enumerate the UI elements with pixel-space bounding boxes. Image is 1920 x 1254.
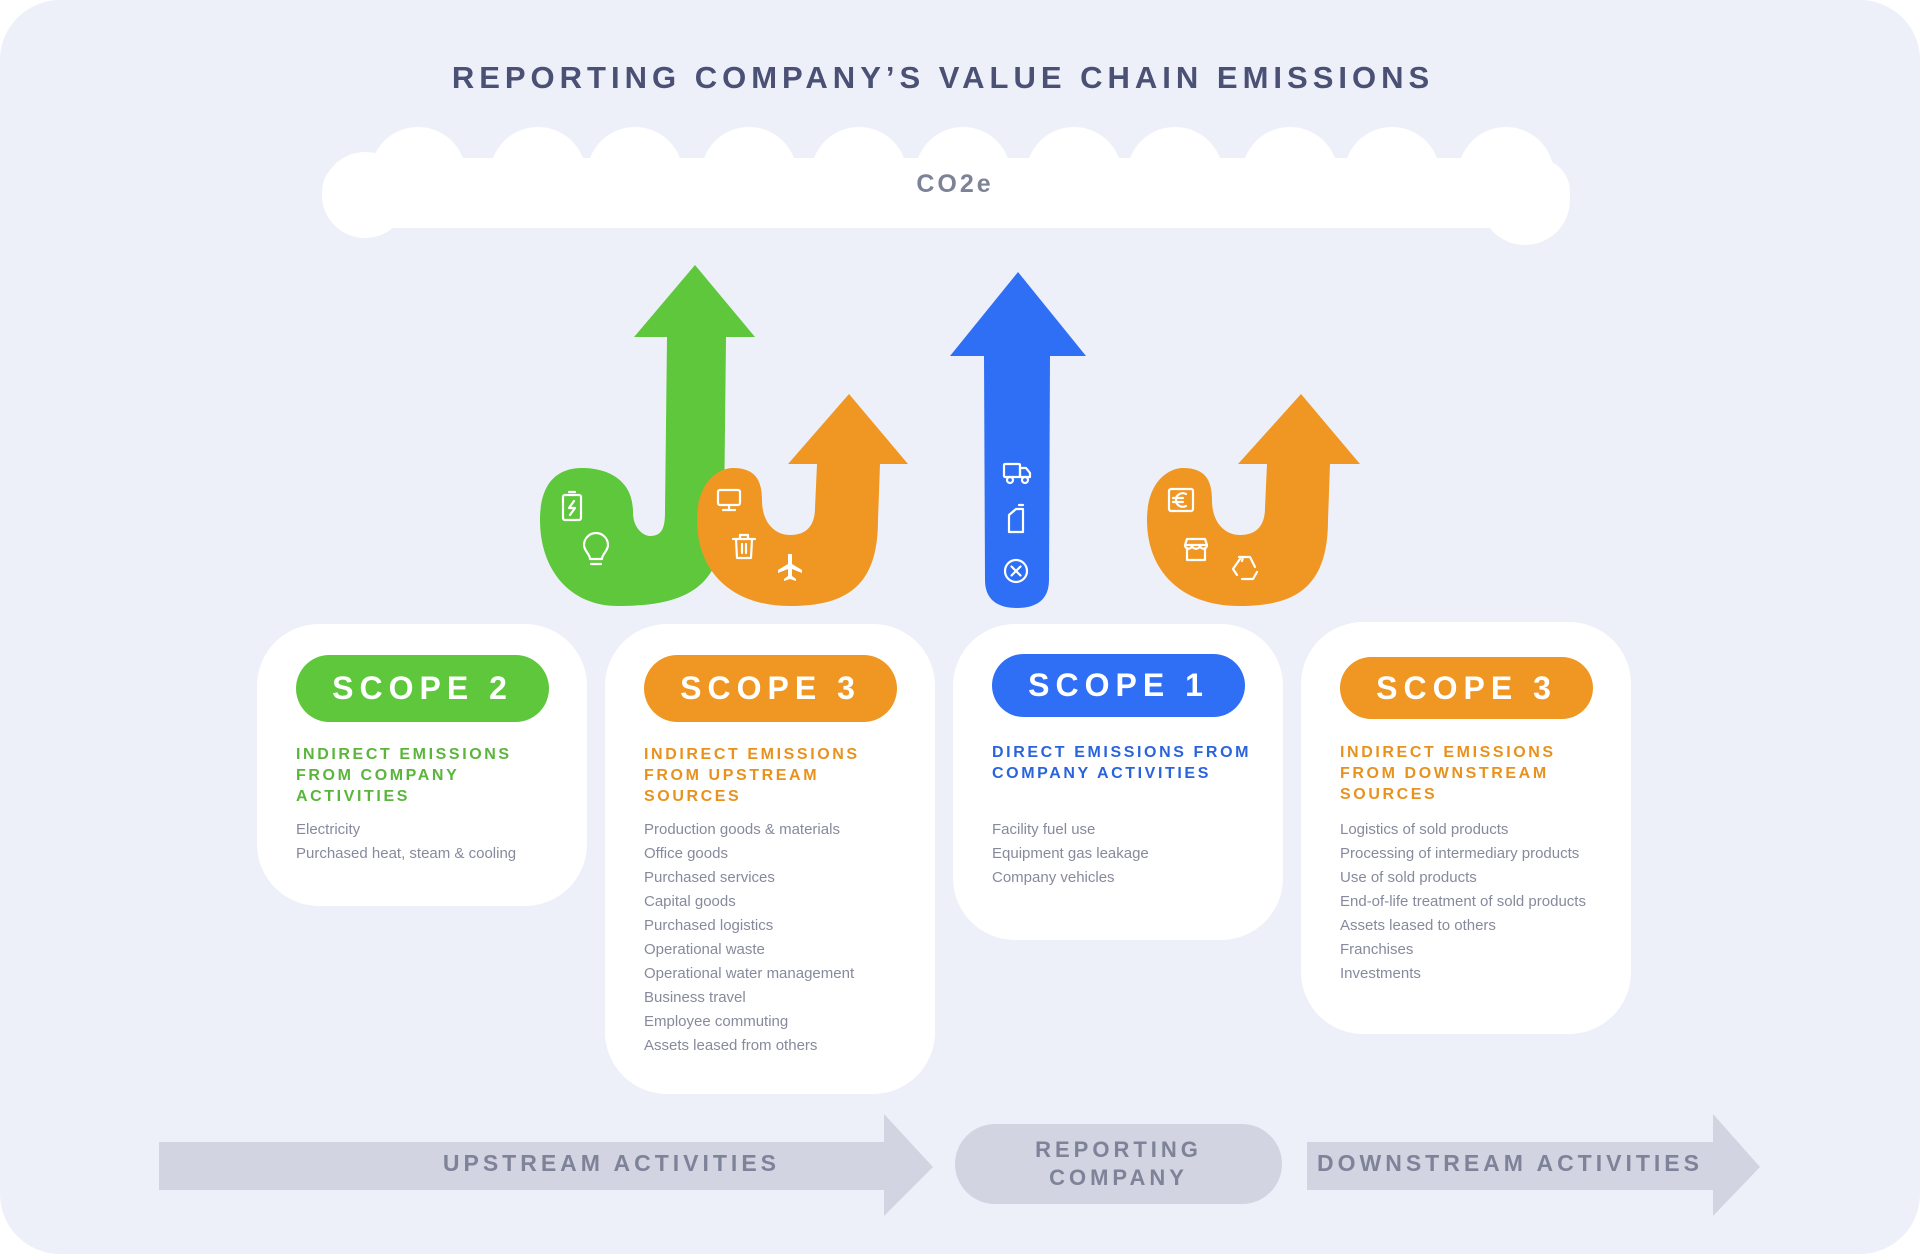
scope-2-item-list: Electricity Purchased heat, steam & cool… xyxy=(296,818,586,866)
list-item: Investments xyxy=(1340,965,1421,982)
co2e-cloud xyxy=(322,127,1570,245)
scope-1-heading: DIRECT EMISSIONS FROM COMPANY ACTIVITIES xyxy=(992,744,1252,782)
list-item: Purchased logistics xyxy=(644,917,774,934)
x-circle-icon xyxy=(1003,558,1029,584)
scope-3-upstream-item-list: Production goods & materials Office good… xyxy=(644,818,934,1058)
trash-icon xyxy=(731,533,757,560)
list-item: Logistics of sold products xyxy=(1340,821,1509,838)
reporting-company-line-2: COMPANY xyxy=(1049,1165,1188,1190)
list-item: Operational water management xyxy=(644,965,855,982)
list-item: End-of-life treatment of sold products xyxy=(1340,893,1586,910)
monitor-icon xyxy=(716,488,742,512)
list-item: Purchased services xyxy=(644,869,775,886)
list-item: Assets leased from others xyxy=(644,1037,818,1054)
list-item: Use of sold products xyxy=(1340,869,1477,886)
co2e-label: CO2e xyxy=(916,170,994,198)
scope-2-heading: INDIRECT EMISSIONS FROM COMPANY ACTIVITI… xyxy=(296,746,512,805)
scope-3-downstream-heading: INDIRECT EMISSIONS FROM DOWNSTREAM SOURC… xyxy=(1340,744,1556,803)
scope-1-item-list: Facility fuel use Equipment gas leakage … xyxy=(992,818,1282,890)
scope-1-pill: SCOPE 1 xyxy=(992,654,1245,717)
scope-3-downstream-pill: SCOPE 3 xyxy=(1340,657,1593,719)
scope-3-upstream-pill: SCOPE 3 xyxy=(644,655,897,722)
lightbulb-icon xyxy=(582,531,610,566)
list-item: Office goods xyxy=(644,845,728,862)
fuel-can-icon xyxy=(1007,503,1025,534)
scope-3-upstream-heading: INDIRECT EMISSIONS FROM UPSTREAM SOURCES xyxy=(644,746,860,805)
truck-icon xyxy=(1002,462,1032,485)
list-item: Purchased heat, steam & cooling xyxy=(296,845,517,862)
scope-3-upstream-card: SCOPE 3 INDIRECT EMISSIONS FROM UPSTREAM… xyxy=(605,624,935,1094)
airplane-icon xyxy=(778,554,802,581)
list-item: Electricity xyxy=(296,821,361,838)
list-item: Franchises xyxy=(1340,941,1414,958)
downstream-activities-label: DOWNSTREAM ACTIVITIES xyxy=(1317,1150,1703,1176)
battery-icon xyxy=(561,490,583,522)
scope-2-pill: SCOPE 2 xyxy=(296,655,549,722)
recycle-icon xyxy=(1231,555,1259,581)
scope-2-card: SCOPE 2 INDIRECT EMISSIONS FROM COMPANY … xyxy=(257,624,587,906)
euro-icon xyxy=(1167,487,1195,513)
scope-3-downstream-arrow xyxy=(1147,394,1360,606)
list-item: Facility fuel use xyxy=(992,821,1096,838)
list-item: Business travel xyxy=(644,989,746,1006)
list-item: Capital goods xyxy=(644,893,736,910)
scope-1-card: SCOPE 1 DIRECT EMISSIONS FROM COMPANY AC… xyxy=(953,624,1283,940)
list-item: Production goods & materials xyxy=(644,821,840,838)
scope-3-upstream-arrow xyxy=(697,394,908,606)
list-item: Equipment gas leakage xyxy=(992,845,1149,862)
list-item: Processing of intermediary products xyxy=(1340,845,1580,862)
reporting-company-line-1: REPORTING xyxy=(1035,1137,1202,1162)
scope-1-arrow xyxy=(950,272,1086,608)
list-item: Employee commuting xyxy=(644,1013,789,1030)
scope-3-downstream-item-list: Logistics of sold products Processing of… xyxy=(1340,818,1630,986)
reporting-company-label: REPORTING COMPANY xyxy=(955,1124,1282,1204)
downstream-band xyxy=(1307,1114,1760,1216)
list-item: Company vehicles xyxy=(992,869,1115,886)
list-item: Operational waste xyxy=(644,941,765,958)
store-icon xyxy=(1183,537,1209,562)
list-item: Assets leased to others xyxy=(1340,917,1496,934)
scope-3-downstream-card: SCOPE 3 INDIRECT EMISSIONS FROM DOWNSTRE… xyxy=(1301,622,1631,1034)
upstream-band xyxy=(159,1114,933,1216)
diagram-title: REPORTING COMPANY’S VALUE CHAIN EMISSION… xyxy=(451,60,1435,95)
upstream-activities-label: UPSTREAM ACTIVITIES xyxy=(442,1150,780,1176)
